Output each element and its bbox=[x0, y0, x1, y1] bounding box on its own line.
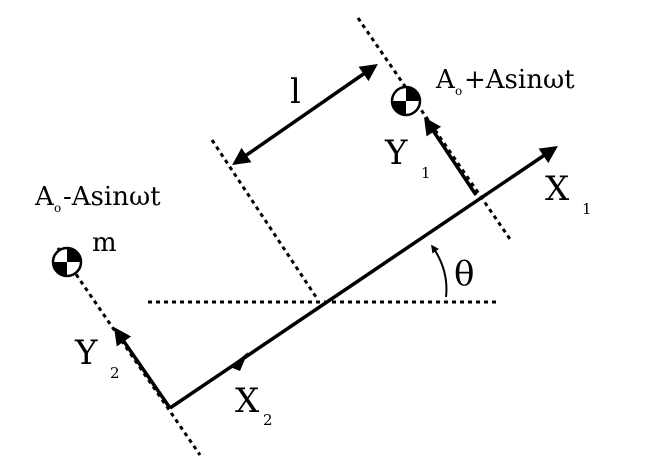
left-expression-subscript: o bbox=[54, 201, 61, 215]
x2-midpoint-arrow bbox=[230, 352, 248, 371]
top-dotted-guide bbox=[356, 17, 514, 243]
left-expression-rest: -Asinωt bbox=[63, 182, 161, 212]
left-expression-a: A bbox=[34, 182, 55, 212]
x2-subscript: 2 bbox=[263, 411, 273, 429]
y1-subscript: 1 bbox=[421, 164, 431, 182]
y1-label: Y bbox=[384, 133, 408, 173]
x1-label: X bbox=[545, 169, 570, 209]
top-expression-a: A bbox=[435, 65, 456, 95]
center-of-mass-icon bbox=[390, 85, 422, 117]
theta-label: θ bbox=[454, 254, 474, 294]
x-axis-line bbox=[169, 146, 558, 410]
middle-dotted-guide bbox=[210, 139, 320, 301]
x1-subscript: 1 bbox=[582, 200, 592, 218]
theta-arc bbox=[431, 244, 448, 298]
mass-label: m bbox=[92, 228, 117, 258]
length-double-arrow bbox=[232, 64, 378, 165]
length-label: l bbox=[290, 72, 301, 112]
center-of-mass-icon bbox=[51, 246, 83, 278]
x2-label: X bbox=[235, 381, 260, 421]
top-expression-rest: +Asinωt bbox=[464, 65, 575, 95]
y1-arrow bbox=[424, 117, 478, 196]
left-dotted-guide bbox=[56, 247, 202, 456]
y2-label: Y bbox=[74, 333, 98, 373]
top-expression-subscript: o bbox=[455, 84, 462, 98]
y2-subscript: 2 bbox=[110, 364, 120, 382]
y2-arrow bbox=[114, 327, 172, 409]
